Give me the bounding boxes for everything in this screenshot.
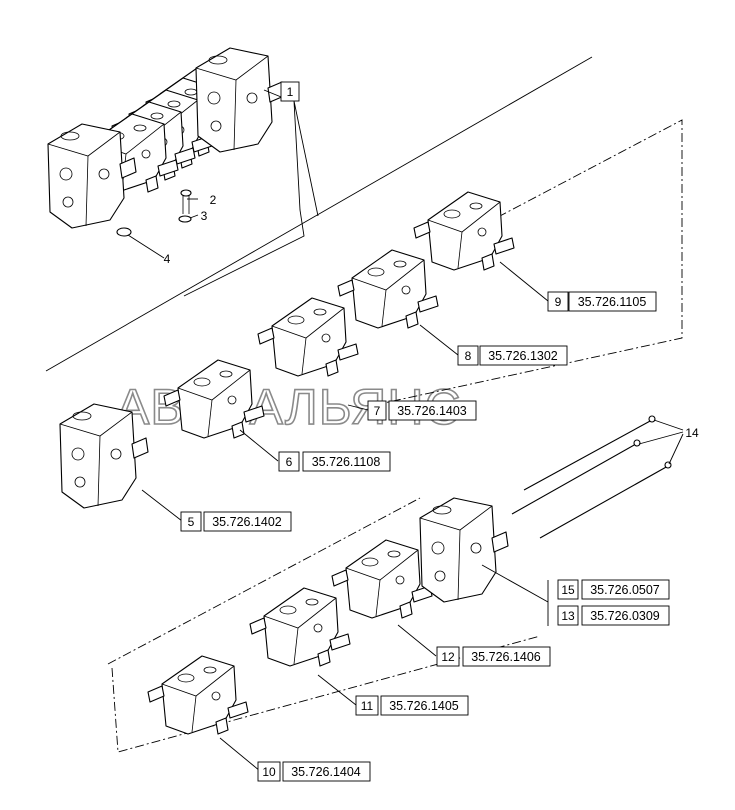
seal-part bbox=[116, 227, 132, 237]
section-12 bbox=[331, 539, 433, 619]
callout-12-number: 12 bbox=[441, 650, 455, 664]
callout-2-number: 2 bbox=[210, 193, 217, 207]
callout-11-ref: 35.726.1405 bbox=[389, 699, 459, 713]
callout-7-ref: 35.726.1403 bbox=[397, 404, 467, 418]
callout-13-number: 13 bbox=[561, 609, 575, 623]
callout-1-number: 1 bbox=[287, 85, 294, 99]
lower-frame bbox=[107, 497, 541, 753]
callout-8-ref: 35.726.1302 bbox=[488, 349, 558, 363]
callout-5-ref: 35.726.1402 bbox=[212, 515, 282, 529]
washer-part bbox=[178, 215, 192, 223]
section-10 bbox=[147, 655, 249, 735]
section-7 bbox=[257, 297, 359, 377]
callout-5-number: 5 bbox=[188, 515, 195, 529]
leader-lines bbox=[127, 89, 684, 772]
divider-line bbox=[45, 56, 593, 372]
section-9 bbox=[413, 191, 515, 271]
callout-3-number: 3 bbox=[201, 209, 208, 223]
callout-10-ref: 35.726.1404 bbox=[291, 765, 361, 779]
callout-9-ref: 35.726.1105 bbox=[578, 295, 647, 309]
callout-10-number: 10 bbox=[262, 765, 276, 779]
callout-6-number: 6 bbox=[286, 455, 293, 469]
valve-assembly bbox=[47, 47, 285, 229]
section-11 bbox=[249, 587, 351, 667]
callout-4-number: 4 bbox=[164, 252, 171, 266]
tie-rods bbox=[511, 415, 672, 539]
callout-6-ref: 35.726.1108 bbox=[312, 455, 381, 469]
upper-frame bbox=[383, 119, 683, 404]
callout-12-ref: 35.726.1406 bbox=[471, 650, 541, 664]
callout-8-number: 8 bbox=[465, 349, 472, 363]
callout-7-number: 7 bbox=[374, 404, 381, 418]
bolt-part bbox=[180, 189, 192, 214]
callout-13-ref: 35.726.0309 bbox=[590, 609, 660, 623]
callout-14-number: 14 bbox=[685, 426, 699, 440]
section-15-13 bbox=[419, 497, 509, 603]
callout-9-number: 9 bbox=[555, 295, 562, 309]
section-8 bbox=[337, 249, 439, 329]
callout-15-ref: 35.726.0507 bbox=[590, 583, 660, 597]
callout-11-number: 11 bbox=[361, 699, 374, 713]
callout-15-number: 15 bbox=[561, 583, 575, 597]
